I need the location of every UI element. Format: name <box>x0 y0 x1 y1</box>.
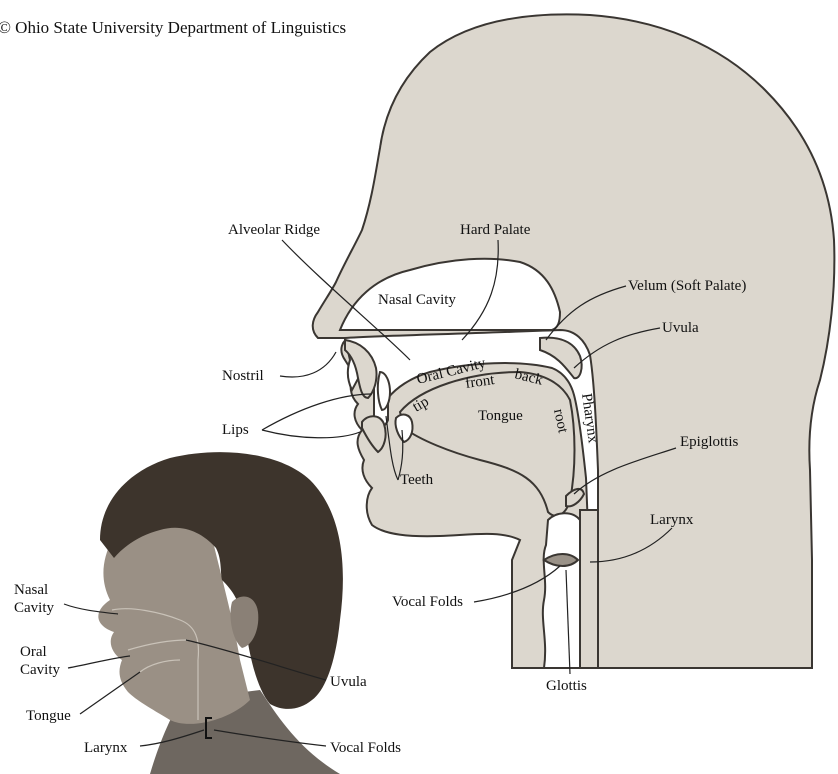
larynx-cartilage <box>580 510 598 668</box>
label-vocal-folds: Vocal Folds <box>392 594 463 610</box>
label-tongue: Tongue <box>478 408 523 424</box>
photo-label-larynx: Larynx <box>84 740 128 756</box>
label-glottis: Glottis <box>546 678 587 694</box>
label-hard-palate: Hard Palate <box>460 222 531 238</box>
profile-photo <box>98 452 343 774</box>
label-uvula: Uvula <box>662 320 699 336</box>
larynx-passage <box>543 513 584 668</box>
photo-label-tongue: Tongue <box>26 708 71 724</box>
photo-label-vocal-folds: Vocal Folds <box>330 740 401 756</box>
label-velum: Velum (Soft Palate) <box>628 278 746 294</box>
label-larynx: Larynx <box>650 512 694 528</box>
photo-label-uvula: Uvula <box>330 674 367 690</box>
label-lips: Lips <box>222 422 249 438</box>
label-nasal-cavity: Nasal Cavity <box>378 292 456 308</box>
photo-label-nasal: Nasal <box>14 582 48 598</box>
photo-label-nasal-cavity: Cavity <box>14 600 54 616</box>
label-teeth: Teeth <box>400 472 434 488</box>
label-nostril: Nostril <box>222 368 264 384</box>
label-epiglottis: Epiglottis <box>680 434 739 450</box>
photo-label-oral-cavity: Cavity <box>20 662 60 678</box>
leader-lips-bottom <box>262 430 360 438</box>
label-alveolar-ridge: Alveolar Ridge <box>228 222 320 238</box>
leader-nostril <box>280 352 336 377</box>
photo-label-oral: Oral <box>20 644 47 660</box>
